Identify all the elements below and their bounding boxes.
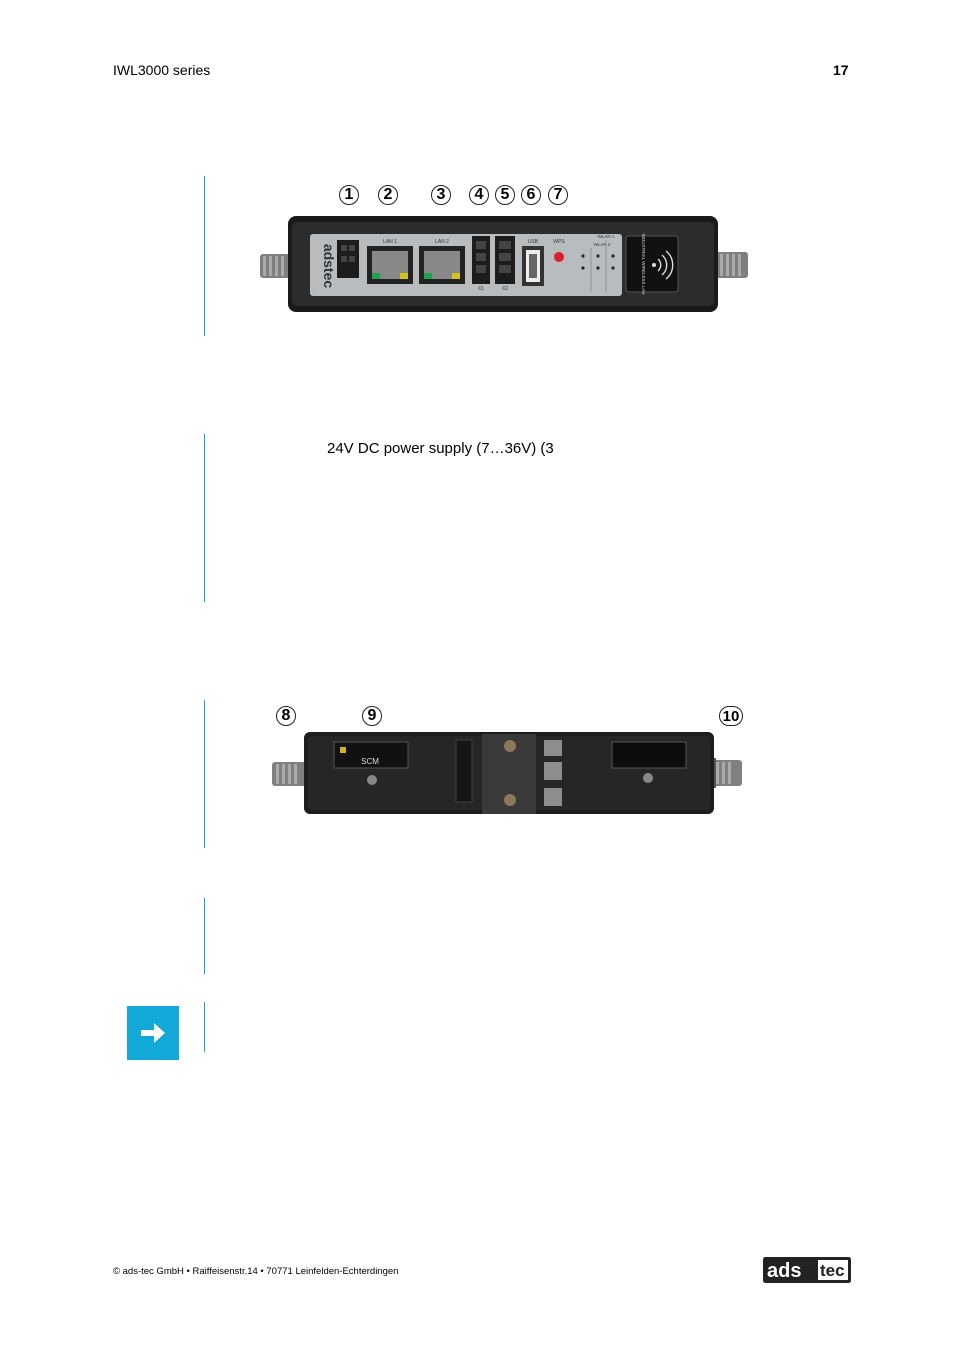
panel-brand-label: adstec [321, 244, 337, 289]
section-accent-bar [204, 176, 205, 336]
section-accent-bar [204, 700, 205, 848]
screw-icon [643, 773, 653, 783]
lan2-label: LAN 2 [435, 239, 449, 245]
antenna-connector-right [714, 252, 748, 278]
x2-label: X2 [502, 286, 508, 292]
wireless-lan-label: INDUSTRIAL WIRELESS LAN [641, 233, 646, 294]
antenna-connector-left [260, 254, 290, 278]
section-accent-bar [204, 434, 205, 602]
callout-4: 4 [469, 185, 489, 205]
callout-3: 3 [431, 185, 451, 205]
lan1-label: LAN 1 [383, 239, 397, 245]
power-supply-text: 24V DC power supply (7…36V) (3 [327, 440, 554, 457]
header-document-title: IWL3000 series [113, 62, 211, 78]
callout-9: 9 [362, 706, 382, 726]
callout-1: 1 [339, 185, 359, 205]
logo-text-ads: ads [767, 1260, 801, 1282]
wlan1-label: WLAN 1 [598, 234, 615, 239]
callout-5: 5 [495, 185, 515, 205]
callout-7: 7 [548, 185, 568, 205]
arrow-right-icon [141, 1023, 165, 1043]
note-arrow-box [127, 1006, 179, 1060]
section-accent-bar [204, 1002, 205, 1052]
company-logo: ads tec [763, 1257, 851, 1283]
wps-button [554, 252, 564, 262]
callout-2: 2 [378, 185, 398, 205]
wlan2-label: WLAN 2 [594, 242, 611, 247]
x1-label: X1 [478, 286, 484, 292]
callout-10: 10 [719, 706, 743, 726]
device-front-view: adstec LAN 1 LAN 2 X1 X2 USB WPS WLAN 1 … [260, 216, 748, 312]
scm-slot-label: SCM [361, 757, 379, 766]
section-accent-bar [204, 898, 205, 974]
antenna-connector-left [272, 762, 308, 786]
page-number: 17 [833, 62, 849, 78]
screw-icon [504, 740, 516, 752]
screw-icon [367, 775, 377, 785]
wireless-signal-icon [652, 250, 674, 280]
wps-label: WPS [553, 239, 565, 245]
usb-label: USB [528, 239, 539, 245]
screw-icon [504, 794, 516, 806]
callout-6: 6 [521, 185, 541, 205]
device-bottom-view: SCM [272, 732, 742, 814]
logo-text-tec: tec [820, 1261, 845, 1280]
callout-8: 8 [276, 706, 296, 726]
footer-address: © ads-tec GmbH • Raiffeisenstr.14 • 7077… [113, 1266, 399, 1277]
